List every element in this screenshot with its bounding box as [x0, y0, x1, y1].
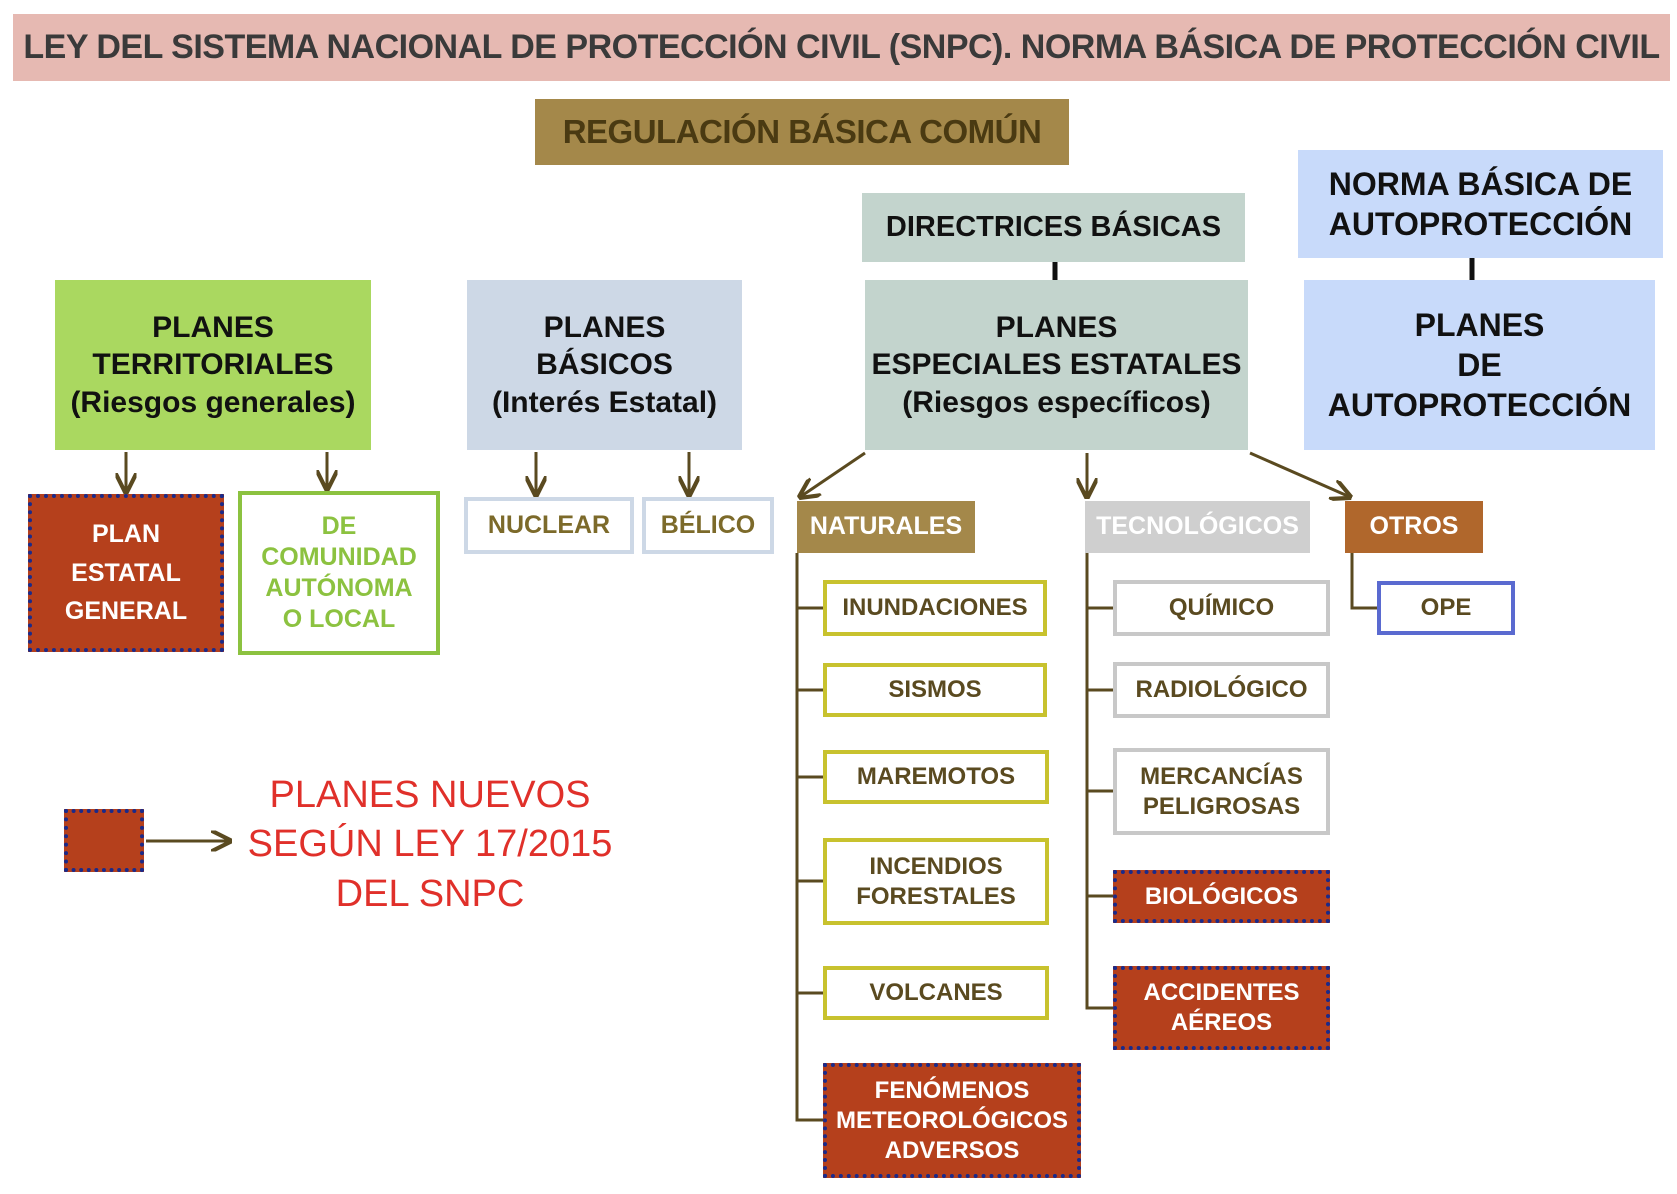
comunidad-line: O LOCAL	[282, 605, 396, 634]
comunidad-line: DE	[321, 511, 357, 540]
autoproteccion-line: DE	[1457, 347, 1502, 383]
tecnologicos-item-accidentes-aereos: ACCIDENTES AÉREOS	[1113, 966, 1330, 1050]
plan-estatal-line: PLAN	[91, 519, 161, 548]
naturales-item-volcanes: VOLCANES	[823, 966, 1049, 1020]
legend-line: DEL SNPC	[335, 872, 525, 915]
tecnologicos-item-biologicos: BIOLÓGICOS	[1113, 870, 1330, 923]
belico-box: BÉLICO	[642, 497, 774, 554]
item-label: SISMOS	[888, 676, 982, 703]
especiales-line: ESPECIALES ESTATALES	[871, 348, 1242, 382]
legend-text: PLANES NUEVOS SEGÚN LEY 17/2015 DEL SNPC	[220, 765, 640, 925]
norma-autoproteccion-box: NORMA BÁSICA DE AUTOPROTECCIÓN	[1298, 150, 1663, 258]
legend-swatch	[64, 809, 144, 872]
comunidad-line: COMUNIDAD	[261, 542, 417, 571]
naturales-item-sismos: SISMOS	[823, 663, 1047, 717]
item-label: INUNDACIONES	[842, 594, 1028, 621]
title-text: LEY DEL SISTEMA NACIONAL DE PROTECCIÓN C…	[23, 28, 1660, 67]
tecnologicos-item-quimico: QUÍMICO	[1113, 580, 1330, 636]
item-label: BIOLÓGICOS	[1144, 882, 1299, 910]
item-label: RADIOLÓGICO	[1135, 676, 1308, 703]
planes-territoriales-box: PLANES TERRITORIALES (Riesgos generales)	[55, 280, 371, 450]
especiales-line: (Riesgos específicos)	[902, 385, 1211, 419]
item-label: OPE	[1420, 594, 1472, 621]
naturales-item-incendios-forestales: INCENDIOS FORESTALES	[823, 838, 1049, 925]
tecnologicos-header: TECNOLÓGICOS	[1085, 501, 1310, 553]
item-label: METEOROLÓGICOS	[835, 1106, 1068, 1134]
item-label: MERCANCÍAS	[1140, 762, 1303, 790]
norma-auto-line: NORMA BÁSICA DE	[1328, 166, 1633, 202]
otros-header: OTROS	[1345, 501, 1483, 553]
nuclear-label: NUCLEAR	[487, 510, 611, 539]
nuclear-box: NUCLEAR	[464, 497, 634, 554]
naturales-item-maremotos: MAREMOTOS	[823, 750, 1049, 804]
item-label: QUÍMICO	[1168, 594, 1275, 621]
legend-line: PLANES NUEVOS	[269, 773, 591, 816]
directrices-label: DIRECTRICES BÁSICAS	[885, 211, 1222, 244]
territoriales-line: TERRITORIALES	[92, 348, 334, 382]
norma-auto-line: AUTOPROTECCIÓN	[1328, 206, 1633, 242]
autoproteccion-line: AUTOPROTECCIÓN	[1327, 387, 1632, 423]
item-label: MAREMOTOS	[856, 763, 1016, 790]
naturales-item-fenomenos-meteorologicos: FENÓMENOS METEOROLÓGICOS ADVERSOS	[823, 1063, 1081, 1178]
planes-especiales-box: PLANES ESPECIALES ESTATALES (Riesgos esp…	[865, 280, 1248, 450]
autoproteccion-line: PLANES	[1414, 307, 1545, 343]
naturales-label: NATURALES	[809, 512, 963, 541]
basicos-line: BÁSICOS	[536, 348, 673, 382]
tecnologicos-label: TECNOLÓGICOS	[1096, 512, 1299, 541]
item-label: ACCIDENTES	[1143, 979, 1300, 1006]
legend-line: SEGÚN LEY 17/2015	[247, 823, 613, 866]
plan-estatal-line: ESTATAL	[71, 558, 181, 587]
plan-estatal-line: GENERAL	[64, 597, 188, 626]
comunidad-autonoma-box: DE COMUNIDAD AUTÓNOMA O LOCAL	[238, 491, 440, 655]
plan-estatal-general-box: PLAN ESTATAL GENERAL	[28, 494, 224, 652]
naturales-header: NATURALES	[797, 501, 975, 553]
item-label: FENÓMENOS	[874, 1076, 1030, 1104]
item-label: FORESTALES	[856, 882, 1016, 910]
naturales-item-inundaciones: INUNDACIONES	[823, 580, 1047, 636]
item-label: INCENDIOS	[869, 852, 1003, 880]
otros-label: OTROS	[1369, 512, 1459, 541]
regulacion-label: REGULACIÓN BÁSICA COMÚN	[562, 113, 1042, 151]
item-label: VOLCANES	[869, 979, 1003, 1006]
comunidad-line: AUTÓNOMA	[265, 574, 413, 602]
planes-autoproteccion-box: PLANES DE AUTOPROTECCIÓN	[1304, 280, 1655, 450]
regulacion-basica-box: REGULACIÓN BÁSICA COMÚN	[535, 99, 1069, 165]
territoriales-line: (Riesgos generales)	[70, 385, 356, 419]
planes-basicos-box: PLANES BÁSICOS (Interés Estatal)	[467, 280, 742, 450]
item-label: AÉREOS	[1170, 1009, 1273, 1036]
belico-label: BÉLICO	[660, 510, 756, 539]
item-label: PELIGROSAS	[1142, 792, 1301, 820]
tecnologicos-item-radiologico: RADIOLÓGICO	[1113, 662, 1330, 718]
page-title: LEY DEL SISTEMA NACIONAL DE PROTECCIÓN C…	[13, 14, 1670, 81]
item-label: ADVERSOS	[884, 1136, 1020, 1164]
basicos-line: (Interés Estatal)	[491, 385, 718, 419]
otros-item-ope: OPE	[1377, 581, 1515, 635]
directrices-basicas-box: DIRECTRICES BÁSICAS	[862, 193, 1245, 262]
tecnologicos-item-mercancias-peligrosas: MERCANCÍAS PELIGROSAS	[1113, 748, 1330, 835]
especiales-line: PLANES	[995, 310, 1118, 344]
territoriales-line: PLANES	[152, 310, 274, 344]
basicos-line: PLANES	[543, 310, 666, 344]
